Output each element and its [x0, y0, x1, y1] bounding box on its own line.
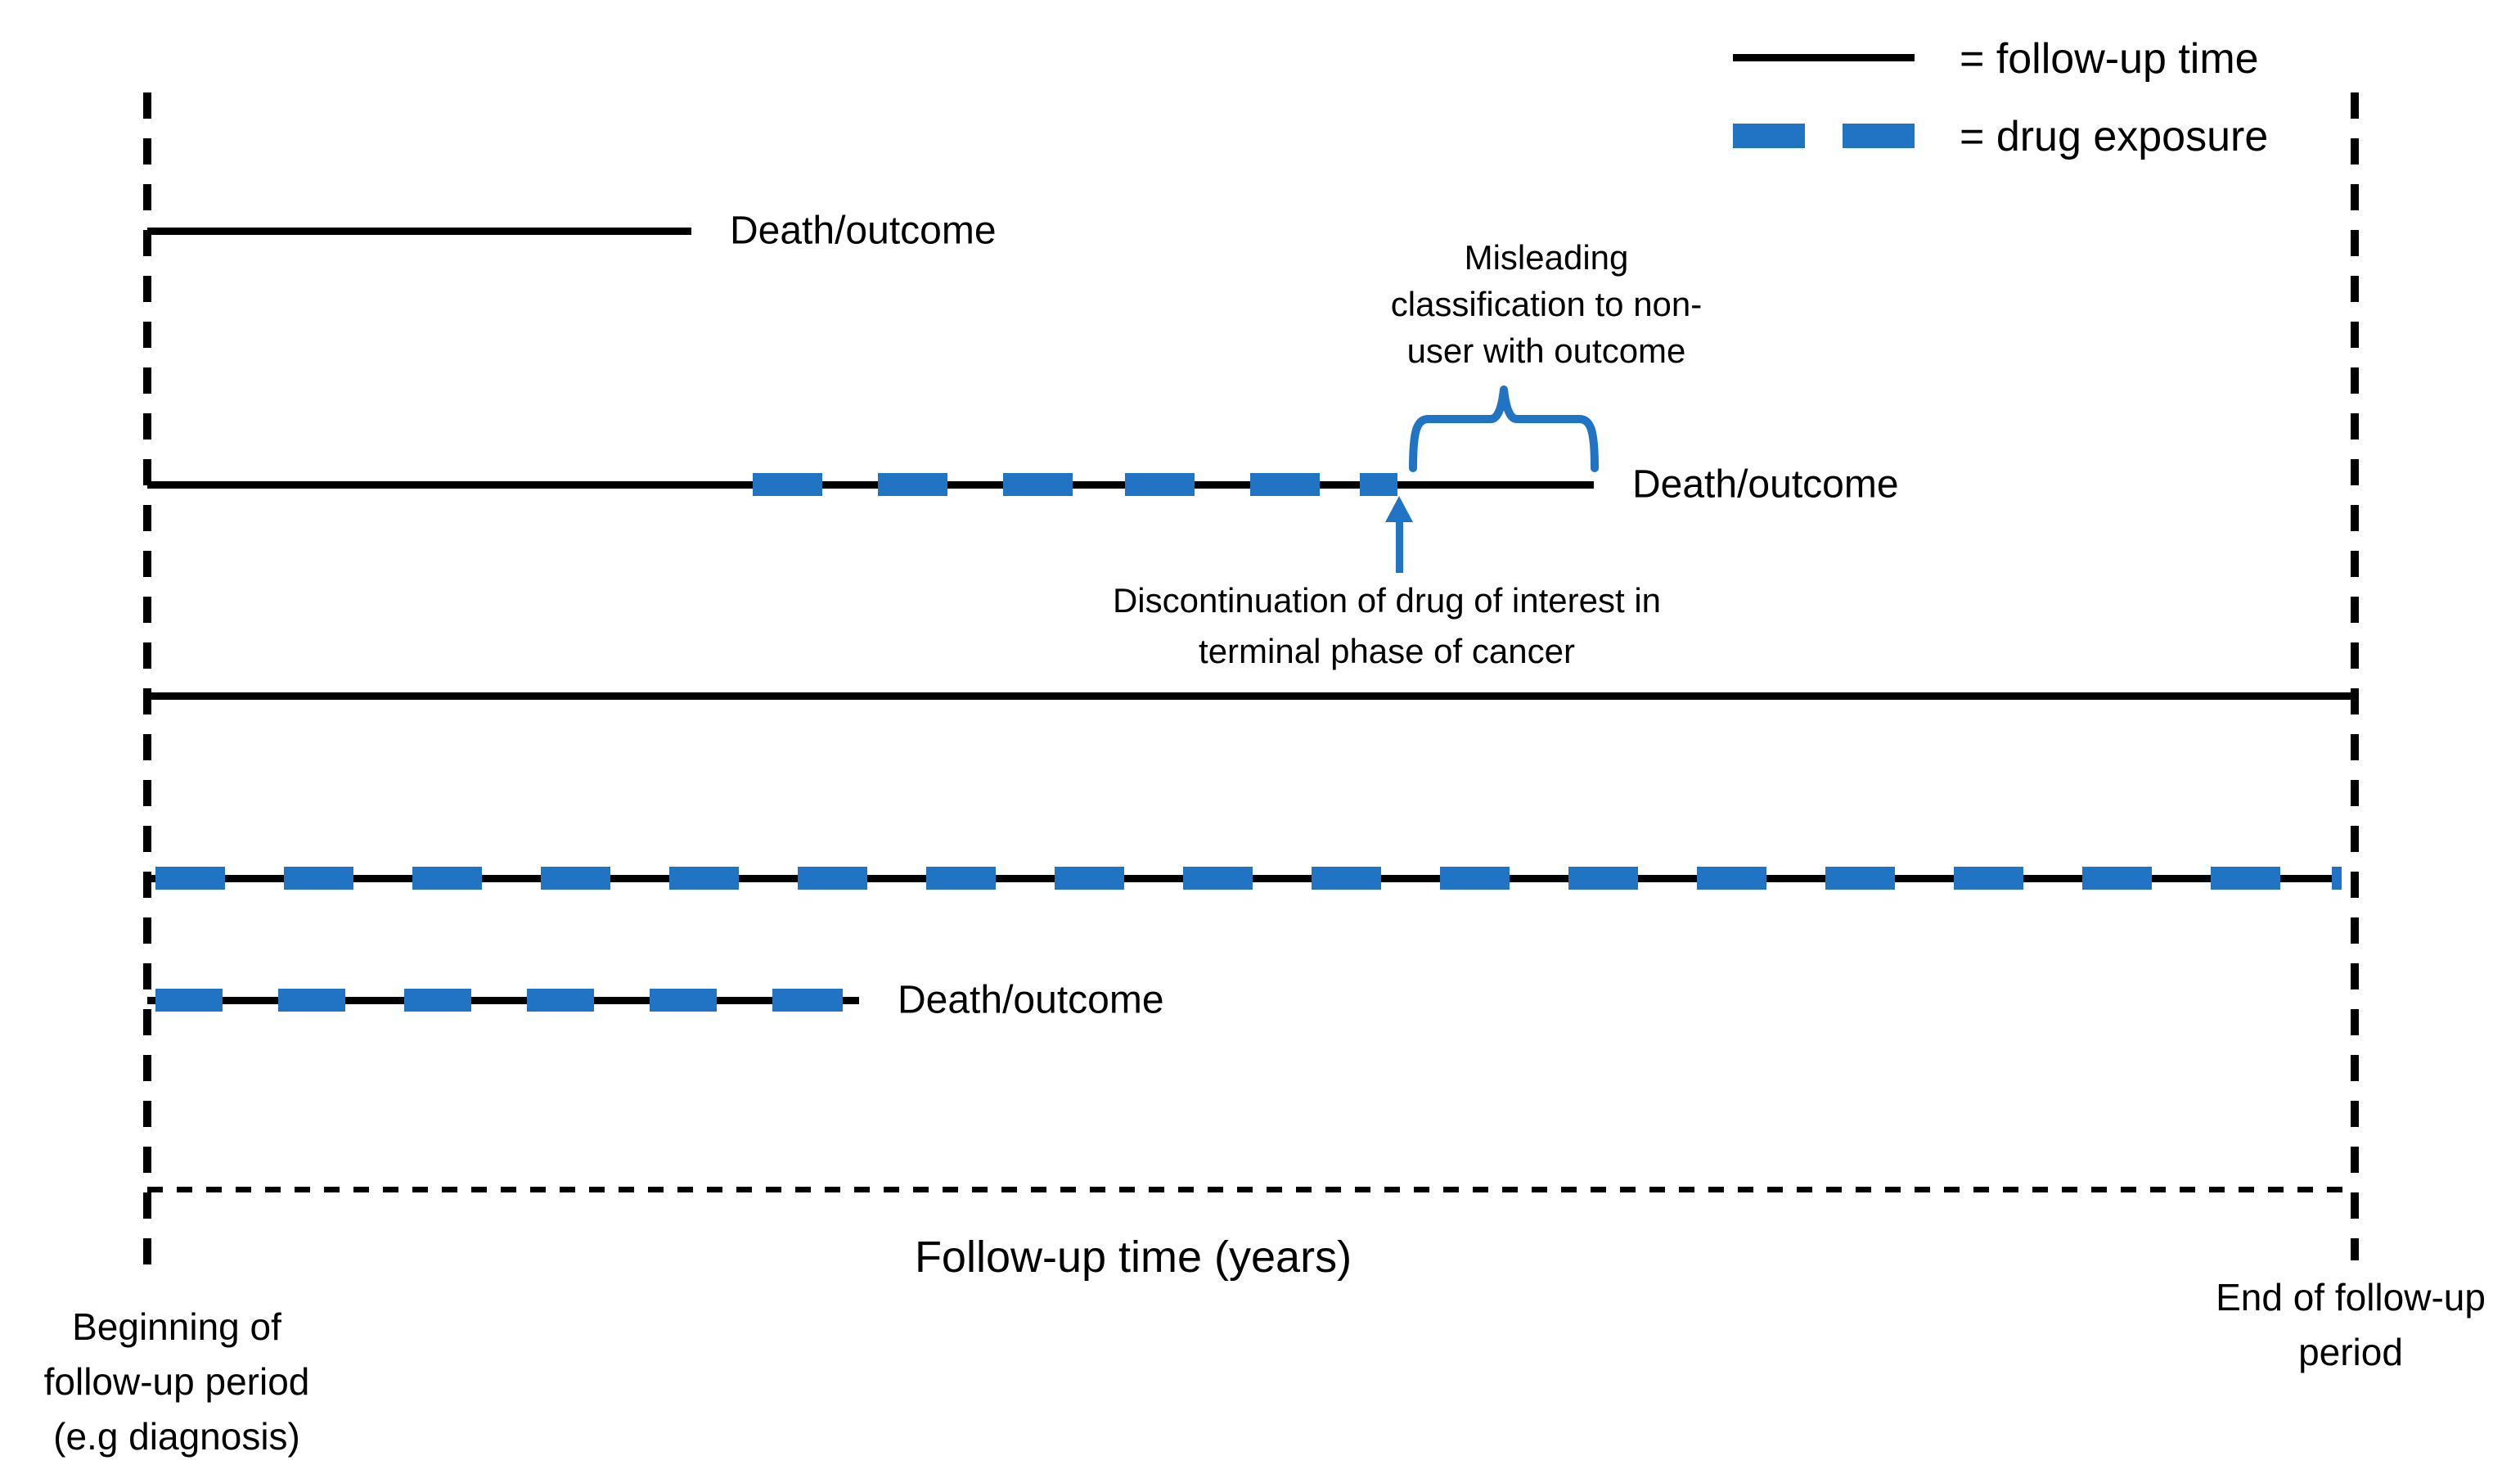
death-outcome-label: Death/outcome [1632, 462, 1899, 507]
drug-exposure-dash [527, 989, 594, 1012]
drug-exposure-dash [278, 989, 345, 1012]
drug-exposure-dash [1825, 867, 1895, 890]
follow-up-axis-line [147, 1187, 2355, 1192]
misleading-classification-annotation: Misleading classification to non- user w… [1390, 238, 1703, 370]
drug-exposure-dash [772, 989, 843, 1012]
drug-exposure-dash [1312, 867, 1381, 890]
drug-exposure-dash [155, 867, 225, 890]
drug-exposure-dash [669, 867, 739, 890]
drug-exposure-dash [1440, 867, 1510, 890]
drug-exposure-dash [284, 867, 353, 890]
drug-exposure-swatch-icon [1733, 124, 1805, 148]
drug-exposure-dash [1568, 867, 1638, 890]
follow-up-line [147, 997, 859, 1004]
drug-exposure-dash [541, 867, 610, 890]
discontinuation-annotation: Discontinuation of drug of interest in t… [1112, 581, 1662, 670]
legend-follow-up-label: = follow-up time [1960, 35, 2259, 83]
drug-exposure-dash [753, 473, 822, 496]
legend-drug-exposure-label: = drug exposure [1960, 113, 2269, 160]
follow-up-line-swatch-icon [1733, 54, 1915, 61]
drug-exposure-dash [2082, 867, 2152, 890]
right-boundary-line [2351, 92, 2359, 1260]
drug-exposure-dash [1954, 867, 2023, 890]
left-boundary-line [143, 92, 151, 1264]
drug-exposure-dash [1697, 867, 1766, 890]
follow-up-line [147, 692, 2359, 700]
right-boundary-label: End of follow-up period [2216, 1276, 2486, 1373]
drug-exposure-dash [1003, 473, 1073, 496]
death-outcome-label: Death/outcome [730, 209, 997, 253]
drug-exposure-dash [1250, 473, 1320, 496]
axis-title: Follow-up time (years) [914, 1233, 1352, 1282]
follow-up-line [147, 228, 691, 235]
drug-exposure-dash [2211, 867, 2280, 890]
drug-exposure-dash [1183, 867, 1253, 890]
drug-exposure-dash [1055, 867, 1124, 890]
drug-exposure-dash [798, 867, 867, 890]
drug-exposure-dash [155, 989, 223, 1012]
drug-exposure-dash [1360, 473, 1397, 496]
drug-exposure-dash [412, 867, 482, 890]
drug-exposure-dash [650, 989, 717, 1012]
drug-exposure-dash [926, 867, 996, 890]
follow-up-line [147, 481, 1594, 489]
drug-exposure-dash [1125, 473, 1195, 496]
drug-exposure-swatch-icon [1843, 124, 1915, 148]
death-outcome-label: Death/outcome [898, 978, 1164, 1022]
drug-exposure-dash [2332, 867, 2342, 890]
drug-exposure-dash [404, 989, 471, 1012]
left-boundary-label: Beginning of follow-up period (e.g diagn… [43, 1305, 310, 1458]
curly-brace-icon [1409, 385, 1599, 472]
drug-exposure-dash [878, 473, 947, 496]
